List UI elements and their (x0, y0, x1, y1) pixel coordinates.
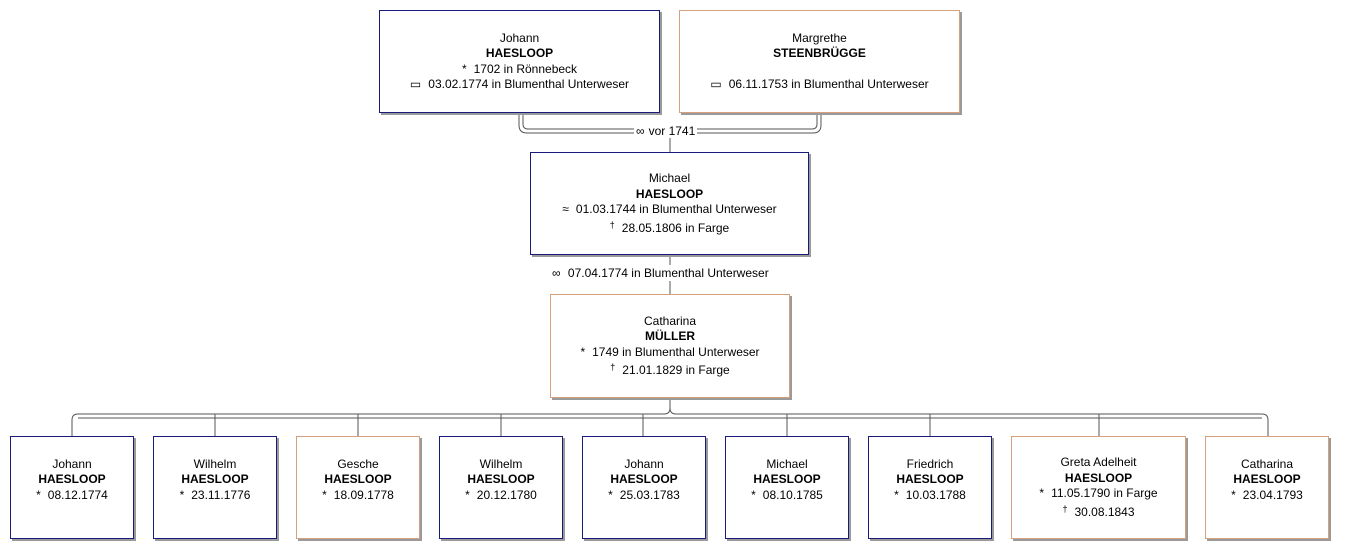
death-icon: † (610, 362, 616, 372)
parents-marriage-label: ∞vor 1741 (634, 124, 698, 138)
father-given-name: Johann (499, 30, 540, 45)
child-surname: HAESLOOP (1064, 470, 1133, 485)
child-card[interactable]: Michael HAESLOOP *08.10.1785 (725, 436, 849, 539)
death-icon: † (609, 219, 615, 230)
child-card[interactable]: Greta Adelheit HAESLOOP *11.05.1790 in F… (1011, 436, 1186, 539)
burial-icon: ▭ (409, 77, 422, 91)
child-birth: *08.12.1774 (36, 487, 108, 502)
birth-icon: * (36, 487, 41, 502)
birth-icon: * (608, 487, 613, 502)
child-birth: *25.03.1783 (608, 487, 680, 502)
spouse-death: †21.01.1829 in Farge (610, 362, 730, 377)
birth-icon: * (1231, 487, 1236, 502)
child-card[interactable]: Wilhelm HAESLOOP *20.12.1780 (439, 436, 563, 539)
child-birth: *10.03.1788 (894, 487, 966, 502)
child-card[interactable]: Catharina HAESLOOP *23.04.1793 (1205, 436, 1329, 539)
child-death: †30.08.1843 (1062, 503, 1135, 519)
father-birth: *1702 in Rönnebeck (461, 61, 578, 76)
spouse-surname: MÜLLER (645, 329, 695, 343)
subject-card[interactable]: Michael HAESLOOP ≈01.03.1744 in Blumenth… (530, 152, 809, 255)
baptism-icon: ≈ (562, 202, 569, 216)
child-birth: *08.10.1785 (751, 487, 823, 502)
mother-burial: ▭06.11.1753 in Blumenthal Unterweser (710, 77, 929, 91)
subject-baptism: ≈01.03.1744 in Blumenthal Unterweser (562, 202, 777, 216)
child-given-name: Michael (766, 456, 808, 471)
father-surname: HAESLOOP (485, 46, 554, 60)
child-card[interactable]: Gesche HAESLOOP *18.09.1778 (296, 436, 420, 539)
child-surname: HAESLOOP (38, 472, 106, 486)
child-card[interactable]: Johann HAESLOOP *08.12.1774 (10, 436, 134, 539)
marriage-label: ∞ 07.04.1774 in Blumenthal Unterweser (550, 266, 771, 280)
spouse-given-name: Catharina (643, 313, 697, 328)
marriage-icon: ∞ (552, 266, 561, 280)
mother-surname: STEENBRÜGGE (773, 46, 866, 60)
spouse-card[interactable]: Catharina MÜLLER *1749 in Blumenthal Unt… (550, 294, 790, 398)
child-surname: HAESLOOP (324, 472, 392, 486)
child-surname: HAESLOOP (753, 472, 821, 486)
child-birth: *20.12.1780 (465, 487, 537, 502)
mother-card[interactable]: Margrethe STEENBRÜGGE ▭06.11.1753 in Blu… (679, 10, 960, 113)
birth-icon: * (1039, 486, 1045, 500)
birth-icon: * (461, 61, 467, 76)
child-surname: HAESLOOP (1233, 472, 1301, 486)
child-card[interactable]: Friedrich HAESLOOP *10.03.1788 (868, 436, 992, 539)
birth-icon: * (465, 487, 470, 502)
child-birth: *18.09.1778 (322, 487, 394, 502)
child-birth: *23.11.1776 (179, 487, 251, 502)
child-given-name: Catharina (1240, 456, 1294, 471)
birth-icon: * (894, 487, 899, 502)
mother-given-name: Margrethe (792, 30, 847, 45)
child-given-name: Friedrich (906, 456, 954, 471)
child-surname: HAESLOOP (467, 472, 535, 486)
spouse-birth: *1749 in Blumenthal Unterweser (580, 344, 760, 359)
marriage-icon: ∞ (636, 124, 645, 138)
child-given-name: Johann (52, 456, 92, 471)
child-surname: HAESLOOP (610, 472, 678, 486)
burial-icon: ▭ (710, 77, 722, 91)
child-given-name: Gesche (337, 456, 379, 471)
father-card[interactable]: Johann HAESLOOP *1702 in Rönnebeck ▭03.0… (379, 10, 660, 113)
subject-surname: HAESLOOP (635, 186, 704, 201)
child-birth: *23.04.1793 (1231, 487, 1303, 502)
child-given-name: Greta Adelheit (1060, 455, 1137, 469)
child-given-name: Johann (624, 456, 664, 471)
birth-icon: * (580, 344, 586, 359)
child-surname: HAESLOOP (181, 472, 249, 486)
subject-death: †28.05.1806 in Farge (609, 219, 730, 235)
child-surname: HAESLOOP (896, 472, 964, 486)
child-given-name: Wilhelm (479, 456, 523, 471)
birth-icon: * (751, 487, 756, 502)
subject-given-name: Michael (648, 171, 691, 185)
child-given-name: Wilhelm (193, 456, 237, 471)
father-burial: ▭03.02.1774 in Blumenthal Unterweser (409, 77, 630, 91)
child-card[interactable]: Wilhelm HAESLOOP *23.11.1776 (153, 436, 277, 539)
birth-icon: * (179, 487, 185, 502)
birth-icon: * (322, 487, 327, 502)
death-icon: † (1062, 503, 1068, 514)
child-birth: *11.05.1790 in Farge (1039, 486, 1158, 500)
child-card[interactable]: Johann HAESLOOP *25.03.1783 (582, 436, 706, 539)
